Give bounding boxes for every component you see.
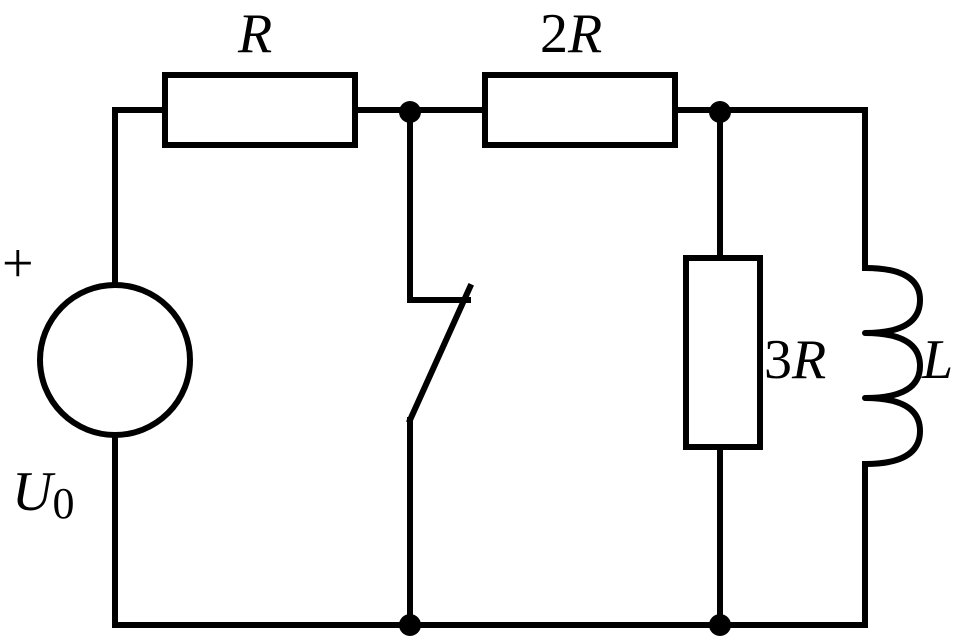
wire-switch-upper xyxy=(407,107,471,303)
inductor-coil xyxy=(862,265,924,467)
junction-node-top-middle xyxy=(399,101,421,123)
label-u0-symbol: U xyxy=(12,461,56,523)
label-2r-prefix: 2 xyxy=(540,3,568,65)
label-3r-symbol: R xyxy=(791,329,826,391)
voltage-source xyxy=(37,282,193,438)
junction-node-top-right xyxy=(709,101,731,123)
junction-node-bottom-middle xyxy=(399,614,421,636)
label-r: R xyxy=(237,3,272,65)
resistor-2r xyxy=(482,72,678,148)
junction-node-bottom-right xyxy=(709,614,731,636)
wires xyxy=(112,107,868,628)
label-3r: 3R xyxy=(764,329,826,391)
label-r-symbol: R xyxy=(237,3,272,65)
switch-blade xyxy=(406,283,474,424)
label-l: L xyxy=(921,329,953,391)
resistor-r xyxy=(162,72,358,148)
label-2r-symbol: R xyxy=(567,3,602,65)
resistor-3r xyxy=(683,255,763,450)
label-3r-prefix: 3 xyxy=(764,329,792,391)
label-source-polarity: + xyxy=(2,233,34,295)
label-u0: U0 xyxy=(12,461,74,528)
label-2r: 2R xyxy=(540,3,602,65)
label-u0-subscript: 0 xyxy=(52,479,74,528)
